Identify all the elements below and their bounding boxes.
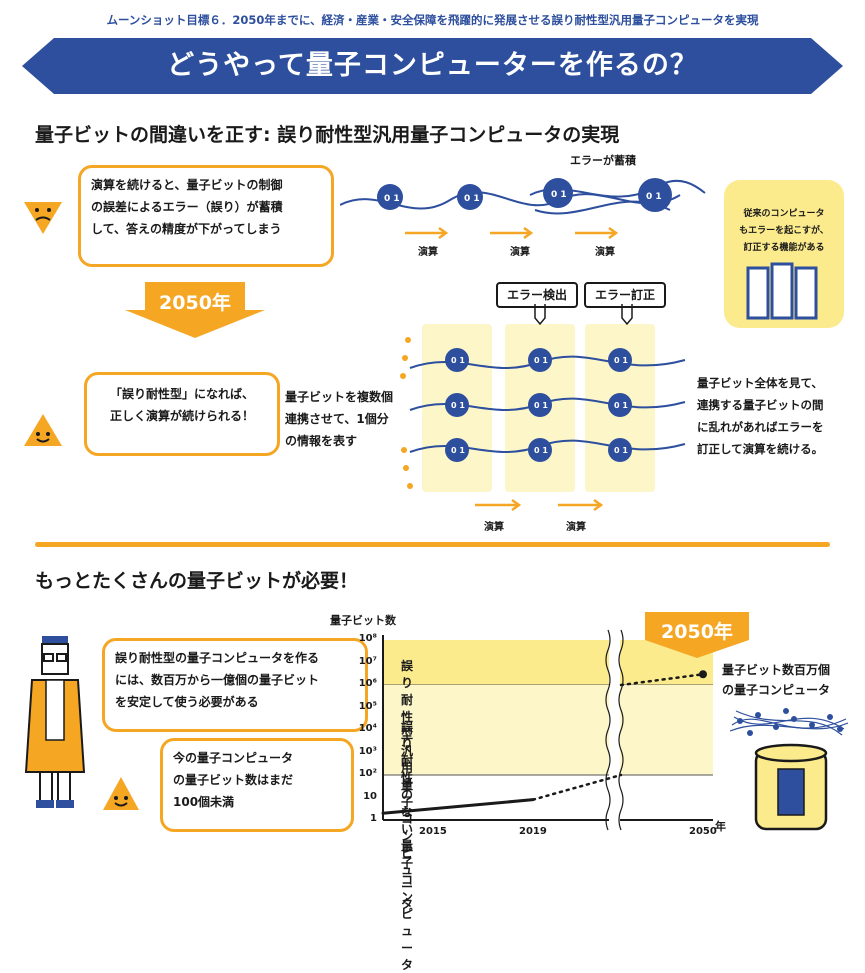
page-title: どうやって量子コンピューターを作るの？: [167, 50, 698, 81]
series-line: [619, 673, 705, 687]
qubit-icon: 0 1: [543, 178, 573, 208]
text-line: の量子コンピュータ: [722, 683, 831, 697]
y-tick-label: 10⁶: [358, 678, 377, 689]
series-endpoint: [699, 670, 707, 679]
quantum-computer-icon: [730, 708, 848, 831]
year-arrow-label: 2050年: [159, 292, 231, 314]
whole-view-text: 量子ビット全体を見て、 連携する量子ビットの間 に乱れがあればエラーを 訂正して…: [697, 372, 824, 460]
text-line: 量子ビット数百万個: [722, 663, 831, 677]
svg-text:0 1: 0 1: [384, 194, 400, 204]
chart-xlabel: 年: [715, 820, 726, 833]
worried-triangle-icon: [24, 202, 62, 234]
svg-text:0 1: 0 1: [534, 446, 548, 455]
bubble-line: して、答えの精度が下がってしまう: [91, 222, 282, 236]
header-subtitle: ムーンショット目標６．2050年までに、経済・産業・安全保障を飛躍的に発展させる…: [106, 13, 759, 27]
svg-text:0 1: 0 1: [551, 190, 567, 200]
error-detect-tag: エラー検出: [496, 282, 578, 308]
happy-triangle-icon: [103, 777, 139, 810]
y-tick-label: 10⁷: [358, 655, 377, 667]
text-line: 連携する量子ビットの間: [697, 398, 824, 412]
series-line: [531, 773, 623, 801]
bubble-line: を安定して使う必要がある: [115, 695, 259, 709]
bubble-line: の誤差によるエラー（誤り）が蓄積: [91, 200, 283, 214]
text-line: 量子ビット全体を見て、: [697, 376, 823, 390]
error-accumulation-label: エラーが蓄積: [570, 154, 636, 167]
year-badge-arrow: [645, 612, 749, 658]
title-banner: [22, 38, 843, 94]
section1-title: 量子ビットの間違いを正す: 誤り耐性型汎用量子コンピュータの実現: [35, 124, 620, 146]
y-tick-label: 10³: [358, 745, 377, 757]
qubit-icon: 0 1: [457, 184, 483, 210]
bubble-line: 100個未満: [173, 795, 235, 809]
operation-label: 演算: [484, 522, 504, 533]
qubit-icon: 0 1: [638, 178, 672, 212]
note-line: 訂正する機能がある: [743, 243, 825, 253]
y-tick-label: 10²: [358, 768, 377, 779]
requirement-bubble: 誤り耐性型の量子コンピュータを作る には、数百万から一億個の量子ビット を安定し…: [102, 638, 368, 732]
section-divider: [35, 542, 830, 547]
svg-text:0 1: 0 1: [646, 192, 662, 202]
note-line: もエラーを起こすが、: [739, 226, 829, 236]
chart-band: [383, 685, 713, 775]
qubit-icon: 0 1: [377, 184, 403, 210]
y-tick-label: 10⁴: [358, 723, 377, 734]
svg-text:0 1: 0 1: [614, 446, 628, 455]
chart-band: [383, 640, 713, 685]
y-tick-label: 10: [363, 790, 377, 802]
svg-text:0 1: 0 1: [614, 356, 628, 365]
svg-text:0 1: 0 1: [464, 194, 480, 204]
scientist-illustration: [24, 636, 86, 808]
text-line: 連携させて、1個分: [285, 412, 389, 426]
million-qubit-label: 量子ビット数百万個 の量子コンピュータ: [722, 660, 830, 700]
axis-break-gap: [609, 632, 620, 824]
chart-ylabel: 量子ビット数: [330, 614, 396, 627]
text-line: 量子ビットを複数個: [285, 390, 394, 404]
operation-label: 演算: [418, 247, 438, 258]
svg-text:0 1: 0 1: [451, 401, 465, 410]
multi-qubit-text: 量子ビットを複数個 連携させて、1個分 の情報を表す: [285, 386, 393, 452]
axis-break-line: [618, 629, 624, 831]
bubble-line: 誤り耐性型の量子コンピュータを作る: [115, 651, 320, 665]
classical-note-box: 従来のコンピュータ もエラーを起こすが、 訂正する機能がある: [724, 180, 844, 328]
x-tick-label: 2015: [419, 826, 447, 837]
svg-text:0 1: 0 1: [534, 356, 548, 365]
error-correction-diagram: 0 1 0 1 0 1 0 1 0 1 0 1 0 1 0 1 0 1: [400, 304, 686, 512]
svg-text:0 1: 0 1: [451, 356, 465, 365]
svg-text:0 1: 0 1: [451, 446, 465, 455]
qubit-count-chart: [381, 629, 713, 831]
y-tick-label: 1: [370, 813, 377, 824]
series-line: [381, 798, 535, 815]
svg-text:0 1: 0 1: [614, 401, 628, 410]
bubble-line: の量子ビット数はまだ: [173, 773, 294, 787]
error-accumulation-diagram: 0 1 0 1 0 1 0 1: [340, 178, 706, 240]
text-line: に乱れがあればエラーを: [697, 420, 824, 434]
fault-tolerant-bubble: 「誤り耐性型」になれば、 正しく演算が続けられる！: [84, 372, 280, 456]
text-line: の情報を表す: [285, 434, 358, 448]
x-tick-label: 2019: [519, 826, 547, 837]
operation-label: 演算: [595, 247, 615, 258]
year-badge-label: 2050年: [661, 621, 733, 643]
happy-triangle-icon: [24, 414, 62, 446]
current-status-bubble: 今の量子コンピュータ の量子ビット数はまだ 100個未満: [160, 738, 354, 832]
bubble-line: 正しく演算が続けられる！: [109, 409, 254, 423]
note-line: 従来のコンピュータ: [743, 209, 825, 219]
section2-title: もっとたくさんの量子ビットが必要！: [35, 570, 359, 592]
operation-label: 演算: [566, 522, 586, 533]
bubble-line: には、数百万から一億個の量子ビット: [115, 673, 320, 687]
bubble-line: 今の量子コンピュータ: [173, 751, 294, 765]
bubble-line: 「誤り耐性型」になれば、: [109, 387, 254, 401]
year-down-arrow: [125, 282, 265, 338]
axis-break-line: [605, 629, 611, 831]
operation-label: 演算: [510, 247, 530, 258]
x-tick-label: 2050: [689, 826, 717, 837]
bubble-line: 演算を続けると、量子ビットの制御: [91, 178, 283, 192]
band-label: 誤り耐性のない量子コンピュータ: [401, 720, 414, 972]
y-tick-label: 10⁵: [358, 700, 377, 712]
svg-text:0 1: 0 1: [534, 401, 548, 410]
text-line: 訂正して演算を続ける。: [697, 442, 824, 456]
error-correct-tag: エラー訂正: [584, 282, 666, 308]
books-icon: [746, 262, 818, 320]
y-tick-label: 10⁸: [358, 633, 377, 644]
error-bubble: 演算を続けると、量子ビットの制御 の誤差によるエラー（誤り）が蓄積 して、答えの…: [78, 165, 334, 267]
